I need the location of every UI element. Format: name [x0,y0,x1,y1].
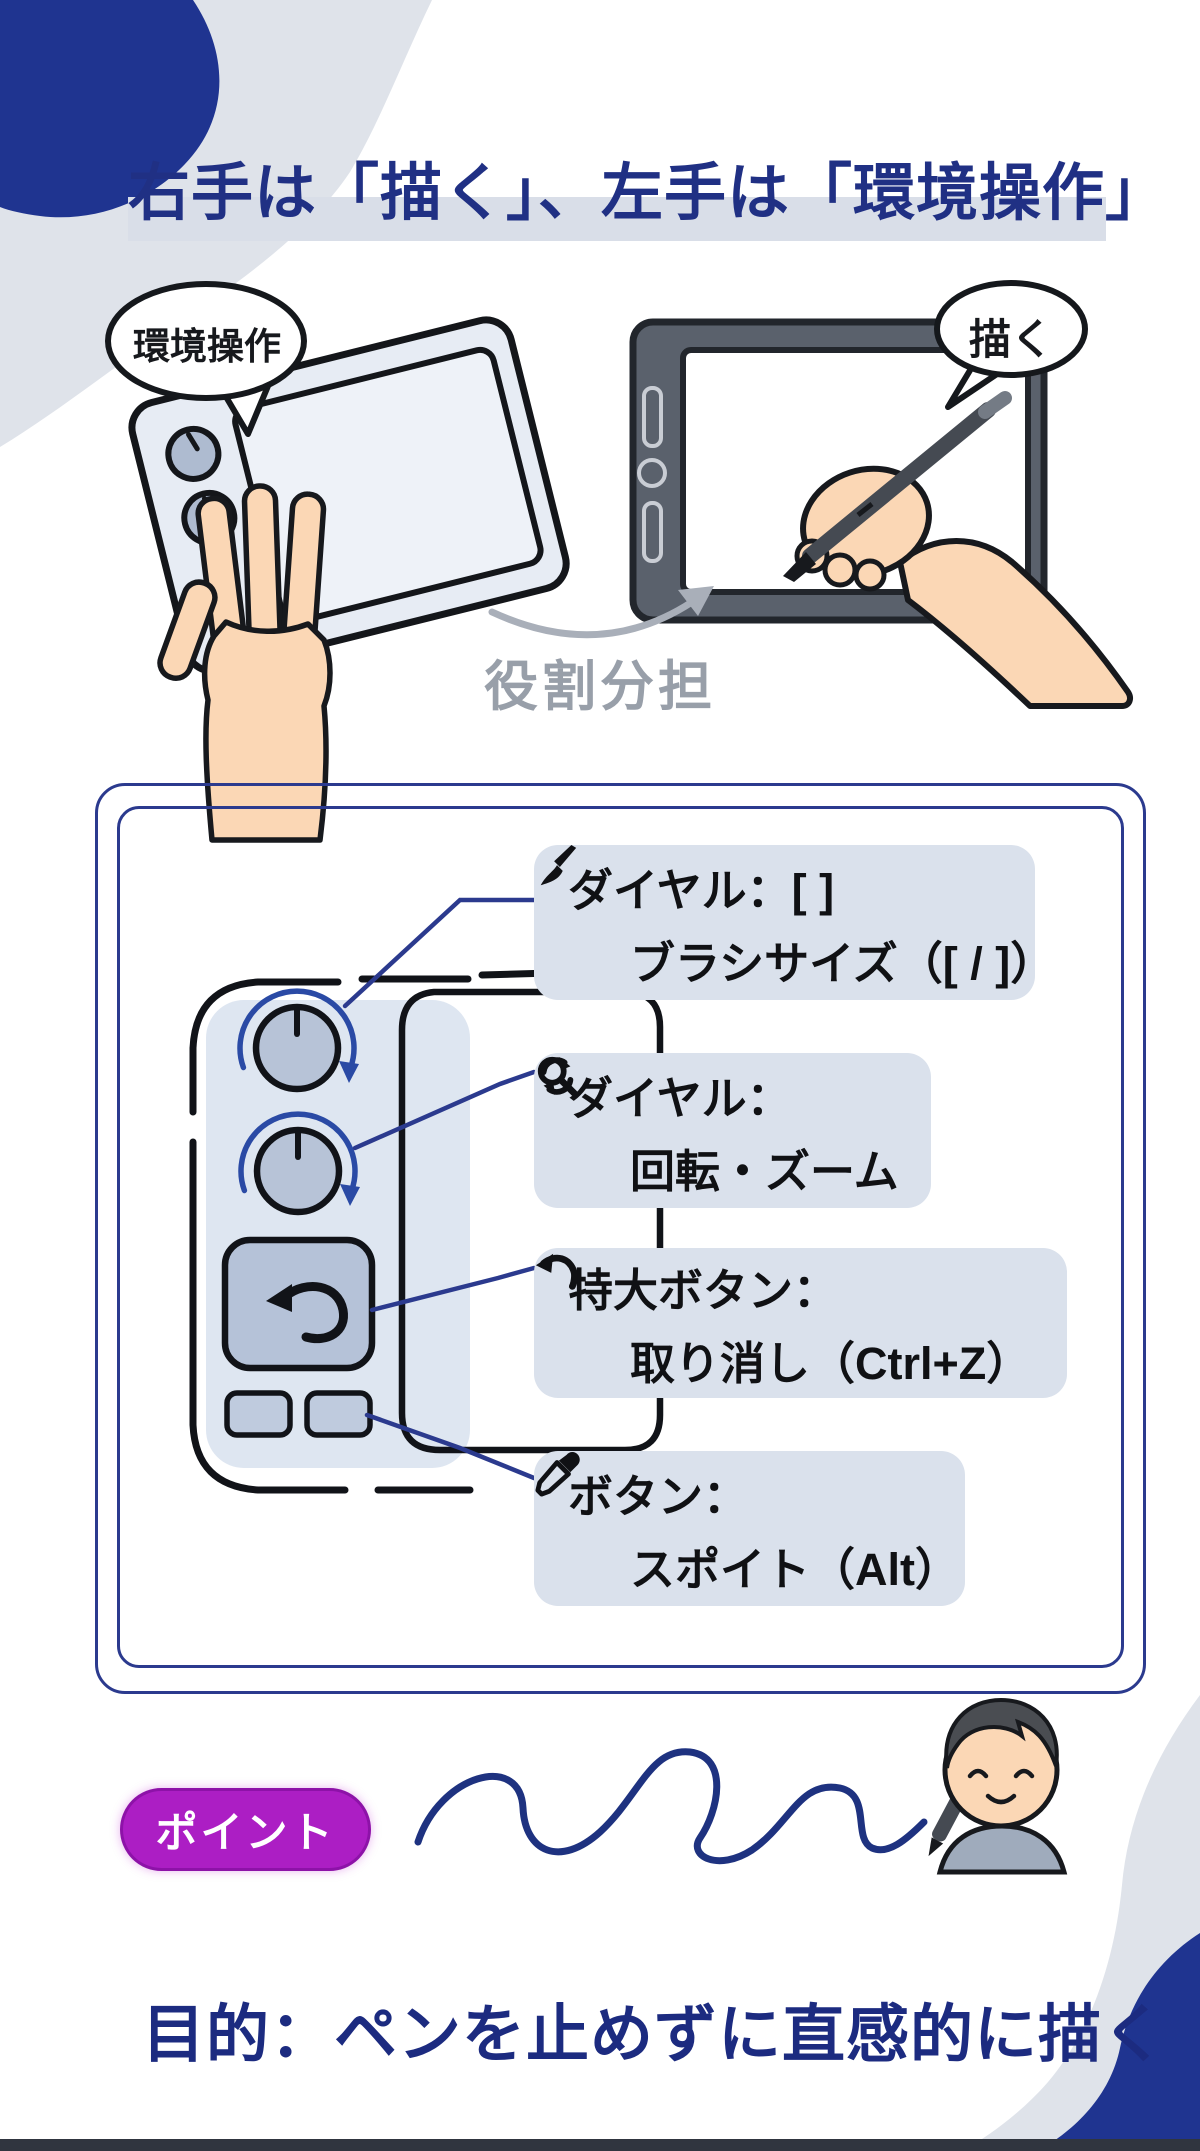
magnifier-icon [537,1056,578,1097]
callout-rotate-dial-line2: 回転・ズーム [630,1145,899,1197]
undo-key [221,1236,376,1372]
connector-dial1 [342,897,537,1009]
callout-text: ダイヤル： [568,1072,792,1124]
role-arrow [488,586,714,639]
right-display-illustration [629,318,1133,709]
callout-brush-dial: ダイヤル：[ ] ブラシサイズ（[ / ]） [534,845,1056,1000]
callout-text: 特大ボタン： [568,1265,839,1316]
callout-rotate-dial: ダイヤル： 回転・ズーム [534,1053,931,1208]
avatar-shirt [936,1823,1068,1875]
right-bubble-label: 描く [968,316,1053,363]
callout-text: ボタン： [568,1470,749,1522]
callout-eyedropper-button-line1: ボタン： [534,1451,965,1525]
connector-undo [369,1265,537,1313]
page-title: 右手は「描く」、左手は「環境操作」 [128,159,1169,228]
point-badge: ポイント [120,1788,371,1871]
bottom-edge-strip [0,2139,1200,2151]
left-bubble-label: 環境操作 [133,326,281,367]
callout-undo-button: 特大ボタン： 取り消し（Ctrl+Z） [534,1248,1067,1398]
connector-dial2 [352,1069,537,1151]
right-bubble [934,280,1088,378]
callout-eyedropper-button: ボタン： スポイト（Alt） [534,1451,965,1606]
goal-text: 目的：ペンを止めずに直感的に描く [142,2000,1166,2070]
avatar-hair [944,1697,1059,1769]
callout-undo-button-line2: 取り消し（Ctrl+Z） [630,1338,1032,1389]
dial-2 [238,1111,360,1216]
callout-brush-dial-line2: ブラシサイズ（[ / ]） [630,937,1056,989]
display-button-1 [642,386,663,448]
right-hand [794,465,1133,709]
small-key-2 [304,1390,373,1438]
connector-small-key [364,1412,537,1481]
callout-eyedropper-button-line2: スポイト（Alt） [630,1543,960,1595]
tablet-dial-1 [165,425,222,482]
bottom-right-navy-blob [1038,1933,1200,2151]
display-button-2 [642,501,663,563]
squiggle-line [414,1748,928,1865]
top-left-navy-blob [0,0,220,218]
display-wheel [637,458,667,488]
undo-arrow-icon [535,1253,578,1290]
brush-icon [540,845,577,886]
avatar-eye-right [1013,1768,1035,1779]
avatar-eye-left [967,1768,989,1779]
footer-art [414,1697,1068,1875]
dial-1 [237,988,359,1093]
active-area-outline [398,988,664,1454]
device-closeup [189,897,664,1494]
callout-undo-button-line1: 特大ボタン： [534,1253,1067,1319]
avatar-smile [985,1793,1017,1805]
left-bubble [105,281,307,401]
callout-rotate-dial-line1: ダイヤル： [534,1056,931,1127]
small-key-1 [224,1390,293,1438]
speech-bubbles [105,280,1088,437]
eyedropper-icon [535,1451,580,1497]
avatar [936,1697,1068,1875]
stylus-pen [783,391,1012,582]
callout-text: ダイヤル：[ ] [568,864,835,916]
title-highlight [128,197,1106,241]
role-arrow-caption: 役割分担 [484,657,716,717]
callout-brush-dial-line1: ダイヤル：[ ] [534,845,1035,919]
callout-connectors [342,897,537,1481]
